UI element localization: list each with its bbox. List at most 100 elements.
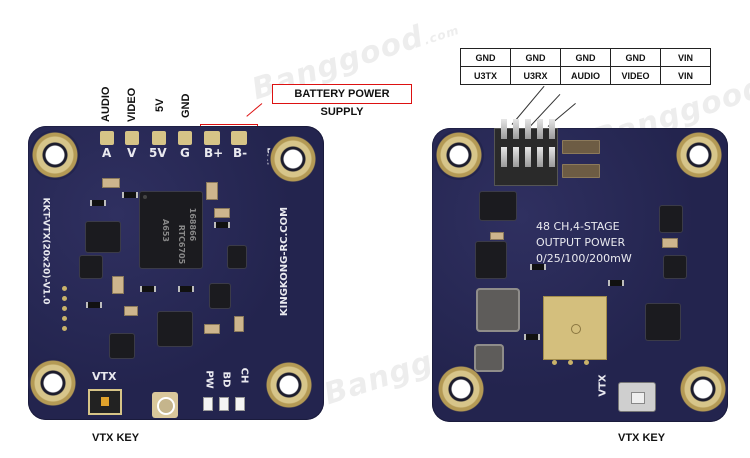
capacitor xyxy=(234,316,244,332)
inductor xyxy=(476,288,520,332)
silk-board-id: KKT-VTX(20x20)-V1.0 xyxy=(40,197,51,305)
resistor xyxy=(530,264,546,270)
vtx-key-button-left[interactable] xyxy=(88,389,122,415)
via xyxy=(62,316,67,321)
via xyxy=(584,360,589,365)
mounting-hole xyxy=(30,130,80,180)
mounting-hole xyxy=(264,360,314,410)
pad-silk-5v: 5V xyxy=(149,146,167,160)
pin-cell: GND xyxy=(510,48,561,67)
vtx-key-label-right: VTX KEY xyxy=(618,432,666,444)
via xyxy=(568,360,573,365)
mounting-hole xyxy=(434,130,484,180)
chip-text-3: 168866 xyxy=(188,207,198,242)
vtx-key-label-left: VTX KEY xyxy=(92,432,140,444)
ic xyxy=(210,284,230,308)
chip-text-1: RTC6705 xyxy=(177,224,187,265)
via xyxy=(62,306,67,311)
capacitor xyxy=(662,238,678,248)
pin-cell: U3RX xyxy=(510,66,561,85)
led-bd xyxy=(220,398,228,410)
capacitor xyxy=(214,208,230,218)
label-5v: 5V xyxy=(154,98,166,112)
ic xyxy=(480,192,516,220)
chip-text-2: A653 xyxy=(160,219,170,242)
right-pcb-board: 48 CH,4-STAGE OUTPUT POWER 0/25/100/200m… xyxy=(432,128,728,422)
capacitor xyxy=(206,182,218,200)
via xyxy=(552,360,557,365)
capacitor xyxy=(562,140,600,154)
ic xyxy=(660,206,682,232)
vtx-key-button-right[interactable] xyxy=(618,382,656,412)
via xyxy=(62,326,67,331)
resistor xyxy=(140,286,156,292)
rf-shield-pad xyxy=(543,296,607,360)
ic xyxy=(80,256,102,278)
pad-silk-v: V xyxy=(127,146,137,160)
capacitor xyxy=(102,178,120,188)
resistor xyxy=(178,286,194,292)
capacitor xyxy=(562,164,600,178)
ic xyxy=(476,242,506,278)
ic xyxy=(158,312,192,346)
ic xyxy=(110,334,134,358)
mounting-hole xyxy=(28,358,78,408)
capacitor xyxy=(204,324,220,334)
pad-silk-g: G xyxy=(180,146,190,160)
pad-silk-bminus: B- xyxy=(233,146,248,160)
pin-cell: GND xyxy=(610,48,661,67)
pad-battery-minus xyxy=(231,131,247,145)
ic xyxy=(86,222,120,252)
label-audio: AUDIO xyxy=(100,86,112,122)
pin-cell: GND xyxy=(460,48,511,67)
led-pw xyxy=(204,398,212,410)
pin-header-connector xyxy=(494,119,558,186)
resistor xyxy=(122,192,138,198)
pin-cell: VIDEO xyxy=(610,66,661,85)
ic xyxy=(646,304,680,340)
resistor xyxy=(608,280,624,286)
silk-channels: 48 CH,4-STAGE xyxy=(536,220,620,233)
silk-vtx-right: VTX xyxy=(597,374,609,397)
silk-bd: BD xyxy=(220,371,232,388)
silk-output-power: OUTPUT POWER xyxy=(536,236,626,249)
ufl-antenna-connector xyxy=(152,392,178,418)
pinout-row-top: GND GND GND GND VIN xyxy=(460,48,711,67)
resistor xyxy=(90,200,106,206)
pin-cell: VIN xyxy=(660,66,711,85)
pinout-row-bottom: U3TX U3RX AUDIO VIDEO VIN xyxy=(460,66,711,85)
pin-cell: GND xyxy=(560,48,611,67)
pad-5v xyxy=(152,131,166,145)
pinout-table: GND GND GND GND VIN U3TX U3RX AUDIO VIDE… xyxy=(460,48,711,85)
resistor xyxy=(214,222,230,228)
silk-pw: PW xyxy=(203,370,215,389)
callout-line xyxy=(246,103,263,117)
rtc6705-chip: RTC6705 A653 168866 xyxy=(140,192,202,268)
via xyxy=(62,286,67,291)
silk-ch: CH xyxy=(238,367,250,384)
ic xyxy=(664,256,686,278)
label-video: VIDEO xyxy=(126,87,138,122)
led-ch xyxy=(236,398,244,410)
pin-cell: U3TX xyxy=(460,66,511,85)
label-gnd: GND xyxy=(180,93,192,118)
capacitor xyxy=(490,232,504,240)
inductor xyxy=(474,344,504,372)
pad-silk-bplus: B+ xyxy=(204,146,224,160)
pinout-leader xyxy=(529,93,561,127)
pad-battery-plus xyxy=(204,131,220,145)
silk-vtx: VTX xyxy=(92,370,117,383)
capacitor xyxy=(124,306,138,316)
pad-video xyxy=(125,131,139,145)
resistor xyxy=(86,302,102,308)
silk-website: KINGKONG-RC.COM xyxy=(279,206,291,317)
pad-audio xyxy=(100,131,114,145)
pin-cell: VIN xyxy=(660,48,711,67)
mounting-hole xyxy=(674,130,724,180)
mounting-hole xyxy=(678,364,728,414)
pin-cell: AUDIO xyxy=(560,66,611,85)
silk-power-levels: 0/25/100/200mW xyxy=(536,252,632,265)
ic xyxy=(228,246,246,268)
via xyxy=(62,296,67,301)
pad-silk-a: A xyxy=(102,146,112,160)
